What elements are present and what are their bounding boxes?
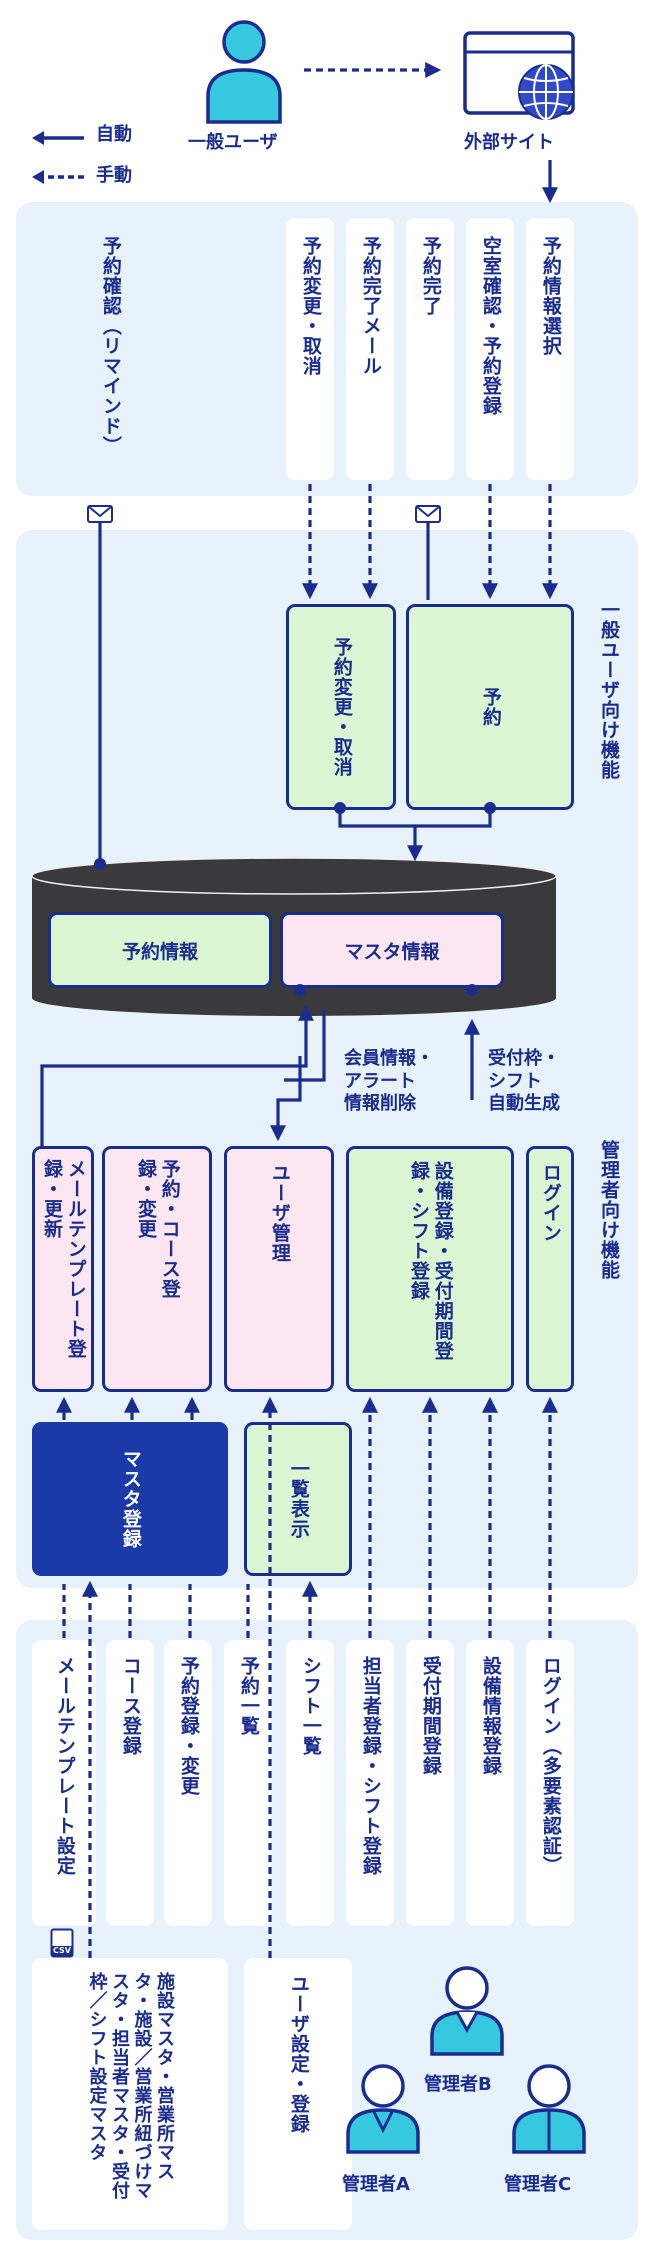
user-change-cancel-box: 予約変更・取消 [286, 604, 396, 810]
legend: 自動 手動 [30, 124, 170, 194]
bottom-step-staff-shift: 担当者登録・シフト登録 [346, 1640, 394, 1926]
admin-c-icon [506, 2058, 592, 2154]
facility-registration-box: 設備登録・受付期間登録・シフト登録 [346, 1146, 514, 1392]
external-site-icon [462, 30, 580, 122]
bottom-step-course: コース登録 [106, 1640, 154, 1926]
mail-icons [87, 505, 441, 523]
bottom-step-shift-list: シフト一覧 [286, 1640, 334, 1926]
master-settings-card: 施設マスタ・営業所マスタ・施設／営業所紐づけマスタ・担当者マスタ・受付枠／シフト… [32, 1958, 228, 2230]
external-site-label: 外部サイト [464, 132, 554, 153]
login-box: ログイン [526, 1146, 574, 1392]
admin-b-icon [424, 1960, 510, 2056]
bottom-step-facility-info: 設備情報登録 [466, 1640, 514, 1926]
user-functions-label: 一般ユーザ向け機能 [598, 600, 620, 780]
top-step-reminder: 予約確認（リマインド） [99, 236, 122, 456]
top-step-complete: 予約完了 [406, 218, 454, 480]
legend-arrows [32, 131, 84, 184]
top-step-complete-mail: 予約完了メール [346, 218, 394, 480]
general-user-icon [196, 12, 292, 124]
member-alert-delete-label: 会員情報・ アラート 情報削除 [344, 1048, 434, 1114]
admin-b-label: 管理者B [424, 2074, 492, 2095]
bottom-step-reserve-list: 予約一覧 [224, 1640, 272, 1926]
bottom-step-login-mfa: ログイン（多要素認証） [526, 1640, 574, 1926]
slot-shift-generate-label: 受付枠・ シフト 自動生成 [488, 1048, 560, 1114]
user-management-box: ユーザ管理 [224, 1146, 334, 1392]
legend-auto-label: 自動 [96, 124, 132, 145]
list-display-box: 一覧表示 [244, 1422, 352, 1576]
top-step-change-cancel: 予約変更・取消 [286, 218, 334, 480]
admin-a-label: 管理者A [342, 2174, 410, 2195]
top-step-vacancy-reserve: 空室確認・予約登録 [466, 218, 514, 480]
csv-label: CSV [53, 1946, 71, 1955]
admin-c-label: 管理者C [504, 2174, 572, 2195]
bottom-step-mail-template: メールテンプレート設定 [32, 1640, 96, 1926]
csv-file-icon: CSV [50, 1928, 74, 1958]
reservation-course-box: 予約・コース登録・変更 [102, 1146, 212, 1392]
admin-a-icon [340, 2058, 426, 2154]
legend-manual-label: 手動 [96, 165, 132, 186]
admin-functions-label: 管理者向け機能 [598, 1140, 620, 1280]
bottom-step-reserve-change: 予約登録・変更 [164, 1640, 212, 1926]
user-settings-card: ユーザ設定・登録 [244, 1958, 352, 2230]
mail-template-box: メールテンプレート登録・更新 [32, 1146, 94, 1392]
master-info-box: マスタ情報 [280, 912, 504, 988]
top-step-select-info: 予約情報選択 [526, 218, 574, 480]
general-user-label: 一般ユーザ [188, 132, 278, 153]
user-reserve-box: 予約 [406, 604, 574, 810]
bottom-step-reception-period: 受付期間登録 [406, 1640, 454, 1926]
reservation-info-box: 予約情報 [48, 912, 272, 988]
master-registration-box: マスタ登録 [32, 1422, 228, 1576]
